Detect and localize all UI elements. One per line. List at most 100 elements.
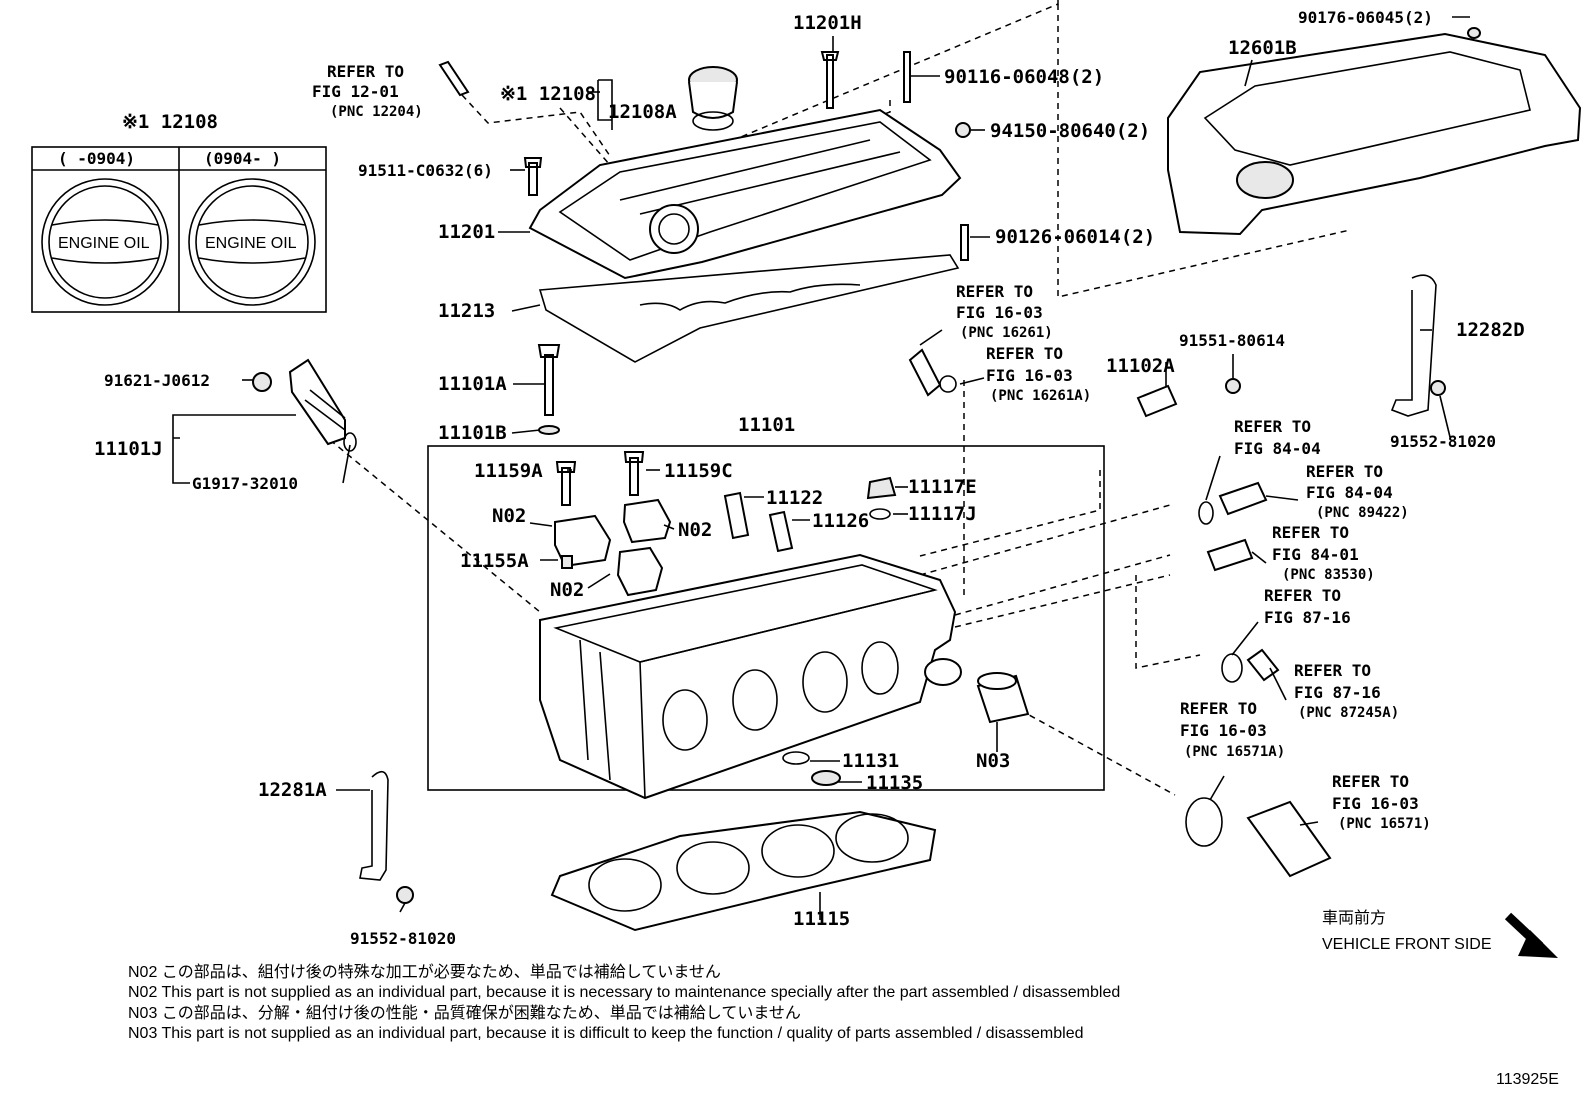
refer-fig-16-03-d: REFER TO FIG 16-03 (PNC 16571) xyxy=(1332,772,1431,832)
gasket-11117j xyxy=(869,508,891,520)
head-gasket xyxy=(550,810,937,932)
svg-text:REFER TO: REFER TO xyxy=(1234,417,1311,436)
svg-text:(PNC 16571): (PNC 16571) xyxy=(1338,816,1431,832)
pin-11155a xyxy=(561,555,573,569)
svg-text:FIG 16-03: FIG 16-03 xyxy=(1180,721,1267,740)
label-n02-c: N02 xyxy=(550,579,584,601)
label-12108a: 12108A xyxy=(608,101,677,123)
svg-text:FIG 16-03: FIG 16-03 xyxy=(986,366,1073,385)
label-11135: 11135 xyxy=(866,772,923,794)
hose-87245a xyxy=(1246,648,1280,682)
stud-90116 xyxy=(903,51,911,103)
label-91552-81020-rear: 91552-81020 xyxy=(1390,432,1496,451)
svg-text:FIG 84-01: FIG 84-01 xyxy=(1272,545,1359,564)
bearing-cap-b xyxy=(622,498,672,544)
nut-94150 xyxy=(955,122,971,138)
coolant-temp-sensor xyxy=(1206,538,1254,572)
bolt-11201h xyxy=(820,51,840,109)
note-n03-en: N03 This part is not supplied as an indi… xyxy=(128,1025,1084,1042)
clamp-16571a xyxy=(1185,797,1223,847)
temp-sender xyxy=(1218,481,1268,516)
label-g1917-32010: G1917-32010 xyxy=(192,474,298,493)
cylinder-head-group-frame xyxy=(427,445,1105,791)
note-n03-jp: N03 この部品は、分解・組付け後の性能・品質確保が困難なため、単品では補給して… xyxy=(128,1004,801,1022)
refer-fig-84-04-b: REFER TO FIG 84-04 (PNC 89422) xyxy=(1306,462,1409,521)
vehicle-front-indicator: 車両前方 VEHICLE FRONT SIDE xyxy=(1322,909,1558,958)
label-11213: 11213 xyxy=(438,300,495,322)
label-11159c: 11159C xyxy=(664,460,733,482)
inset-col-left: ( -0904) xyxy=(58,149,135,168)
oil-cap-old-icon: ENGINE OIL xyxy=(41,178,169,306)
label-11159a: 11159A xyxy=(474,460,543,482)
engine-hanger-rear xyxy=(1390,274,1437,417)
label-11155a: 11155A xyxy=(460,550,529,572)
plug-11117e xyxy=(866,476,897,500)
label-11101b: 11101B xyxy=(438,422,507,444)
svg-text:(PNC 12204): (PNC 12204) xyxy=(330,104,423,120)
svg-text:(PNC 16261): (PNC 16261) xyxy=(960,325,1053,341)
pcv-plug xyxy=(438,60,470,97)
svg-text:REFER TO: REFER TO xyxy=(1272,523,1349,542)
label-12282d: 12282D xyxy=(1456,319,1525,341)
label-11201h: 11201H xyxy=(793,12,862,34)
oil-cap-old-text: ENGINE OIL xyxy=(58,235,150,252)
hose-16261 xyxy=(908,348,942,397)
label-12281a: 12281A xyxy=(258,779,327,801)
svg-text:REFER TO: REFER TO xyxy=(956,282,1033,301)
bearing-cap-c xyxy=(616,546,664,597)
front-arrow-icon xyxy=(1504,912,1558,958)
diagram-id: 113925E xyxy=(1496,1071,1559,1088)
direction-jp: 車両前方 xyxy=(1322,909,1386,927)
part-labels: 11201H 90116-06048(2) 90176-06045(2) 126… xyxy=(94,8,1525,948)
bolt-11101a xyxy=(537,344,561,416)
svg-text:FIG 16-03: FIG 16-03 xyxy=(1332,794,1419,813)
refer-fig-12-01: REFER TO FIG 12-01 (PNC 12204) xyxy=(312,62,423,120)
stud-90126 xyxy=(960,224,969,261)
label-11101: 11101 xyxy=(738,414,795,436)
svg-text:REFER TO: REFER TO xyxy=(1180,699,1257,718)
seal-11135 xyxy=(811,770,841,786)
svg-text:(PNC 16261A): (PNC 16261A) xyxy=(990,388,1091,404)
label-91621-j0612: 91621-J0612 xyxy=(104,371,210,390)
label-11131: 11131 xyxy=(842,750,899,772)
svg-text:(PNC 83530): (PNC 83530) xyxy=(1282,567,1375,583)
bolt-11159a xyxy=(555,461,577,506)
label-11201: 11201 xyxy=(438,221,495,243)
leader-lines xyxy=(172,16,1470,920)
label-11101j: 11101J xyxy=(94,438,163,460)
hose-16571 xyxy=(1246,800,1332,878)
gasket-11131 xyxy=(782,751,810,765)
svg-text:REFER TO: REFER TO xyxy=(1306,462,1383,481)
svg-text:FIG 12-01: FIG 12-01 xyxy=(312,82,399,101)
head-cover-gasket xyxy=(538,254,960,363)
svg-text:FIG 16-03: FIG 16-03 xyxy=(956,303,1043,322)
bolt-91552-rear xyxy=(1430,380,1446,396)
union-11102a xyxy=(1136,384,1178,418)
oil-control-valve xyxy=(252,358,357,452)
engine-cover xyxy=(1167,27,1582,236)
svg-text:(PNC 16571A): (PNC 16571A) xyxy=(1184,744,1285,760)
bolt-91551 xyxy=(1225,378,1241,394)
svg-text:FIG 87-16: FIG 87-16 xyxy=(1264,608,1351,627)
inset-title: ※1 12108 xyxy=(122,111,218,133)
footnotes: N02 この部品は、組付け後の特殊な加工が必要なため、単品では補給していません … xyxy=(128,963,1120,1042)
part-drawings xyxy=(252,27,1582,932)
label-94150-80640: 94150-80640(2) xyxy=(990,120,1150,142)
svg-text:FIG 84-04: FIG 84-04 xyxy=(1234,439,1321,458)
oil-cap-new-text: ENGINE OIL xyxy=(205,235,297,252)
refer-fig-87-16-a: REFER TO FIG 87-16 xyxy=(1264,586,1351,627)
inset-oil-cap-variants: ※1 12108 ( -0904) (0904- ) ENGINE OIL EN… xyxy=(31,111,327,313)
refer-fig-84-04-a: REFER TO FIG 84-04 xyxy=(1234,417,1321,458)
svg-text:REFER TO: REFER TO xyxy=(986,344,1063,363)
label-n02-b: N02 xyxy=(678,519,712,541)
refer-fig-16-03-c: REFER TO FIG 16-03 (PNC 16571A) xyxy=(1180,699,1285,760)
bearing-cap-a xyxy=(554,514,612,568)
label-n02-a: N02 xyxy=(492,505,526,527)
note-n02-jp: N02 この部品は、組付け後の特殊な加工が必要なため、単品では補給していません xyxy=(128,963,721,981)
label-11117e: 11117E xyxy=(908,476,977,498)
note-n02-en: N02 This part is not supplied as an indi… xyxy=(128,984,1120,1001)
refer-fig-84-01: REFER TO FIG 84-01 (PNC 83530) xyxy=(1272,523,1375,583)
refer-callouts: REFER TO FIG 12-01 (PNC 12204) REFER TO … xyxy=(312,62,1431,832)
